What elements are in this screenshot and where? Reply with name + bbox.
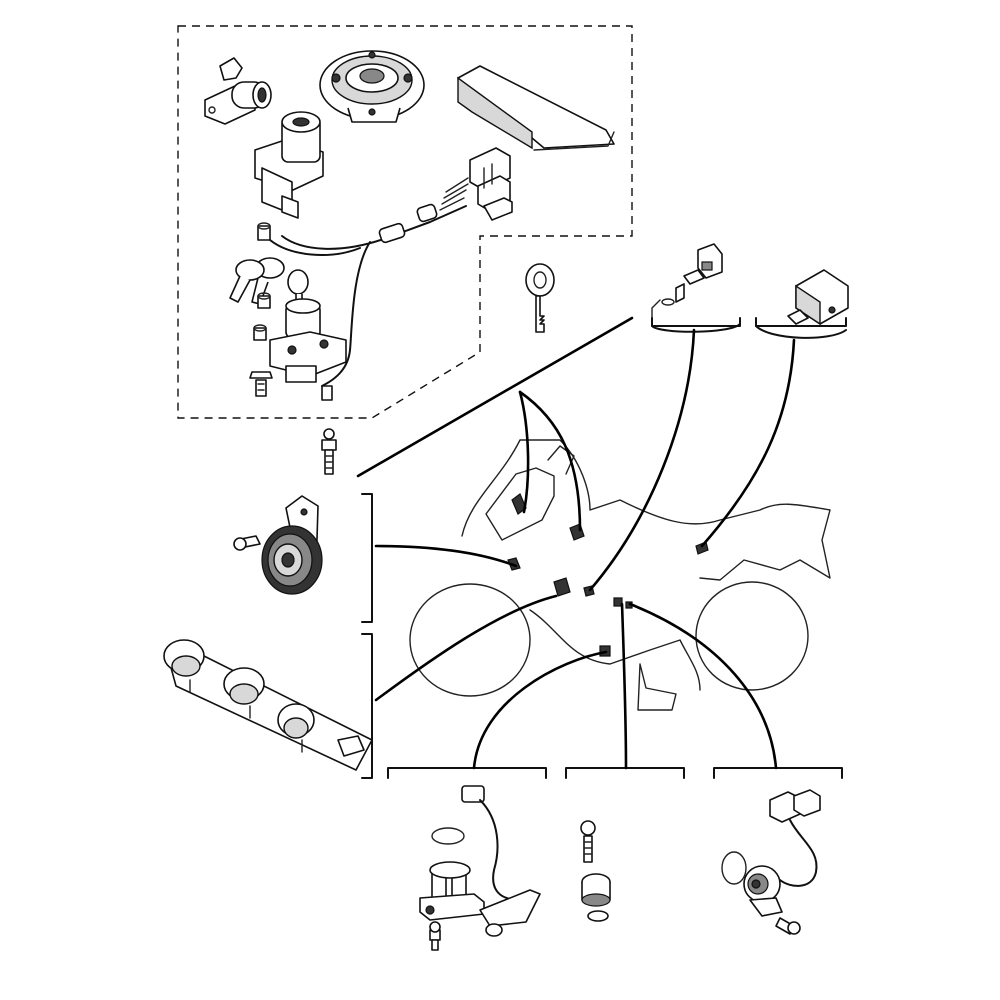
motorcycle-icon (409, 439, 831, 711)
leader-lines (356, 316, 796, 770)
relay-icon (755, 269, 849, 339)
horn-icon (233, 495, 323, 595)
ignition-switch-icon (254, 111, 324, 241)
seat-lock-cylinder-icon (204, 57, 272, 125)
cover-plate-icon (457, 65, 615, 151)
bracket-speed (387, 767, 547, 779)
bracket-plug (361, 633, 373, 779)
bracket-horn (361, 493, 373, 623)
group-boundary-dashed (177, 25, 633, 419)
spark-plug-cap-icon (163, 639, 373, 771)
bracket-gear (713, 767, 843, 779)
gear-position-switch-icon (721, 789, 821, 935)
connector-icon (269, 147, 513, 387)
bolt-icon (321, 428, 337, 475)
neutral-switch-icon (580, 820, 611, 922)
fuel-cap-icon (319, 50, 425, 123)
sensor-icon (651, 243, 741, 333)
ignition-switch-base-icon (249, 292, 347, 401)
bracket-neutral (565, 767, 685, 779)
speed-sensor-icon (419, 785, 541, 951)
bracket-relay (755, 317, 847, 327)
bracket-sensor (651, 317, 741, 327)
blank-key-icon (525, 263, 555, 333)
